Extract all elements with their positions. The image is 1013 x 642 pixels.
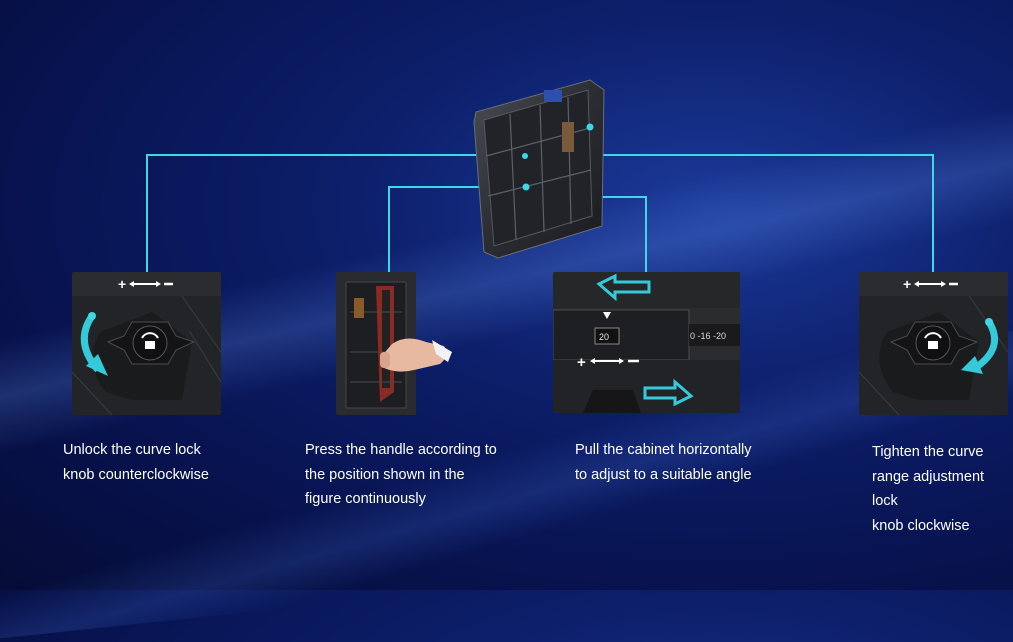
step-1-caption: Unlock the curve lock knob counterclockw…	[63, 442, 209, 483]
step-3-caption: Pull the cabinet horizontally to adjust …	[575, 442, 752, 483]
step-2-caption: Press the handle according to the positi…	[305, 442, 497, 507]
cabinet-image	[473, 79, 605, 259]
step-4-image: +	[859, 272, 1008, 415]
step-4-caption: Tighten the curve range adjustment lock …	[872, 444, 985, 534]
svg-text:+: +	[118, 276, 126, 292]
svg-text:+: +	[577, 354, 586, 371]
step-2-image	[336, 272, 454, 415]
indicator-value: 20	[599, 332, 609, 342]
step-1-image: +	[72, 272, 221, 415]
step-3-image: 0 -16 -20 20 +	[553, 272, 740, 413]
svg-text:+: +	[903, 276, 911, 292]
ruler-values: 0 -16 -20	[690, 331, 726, 341]
